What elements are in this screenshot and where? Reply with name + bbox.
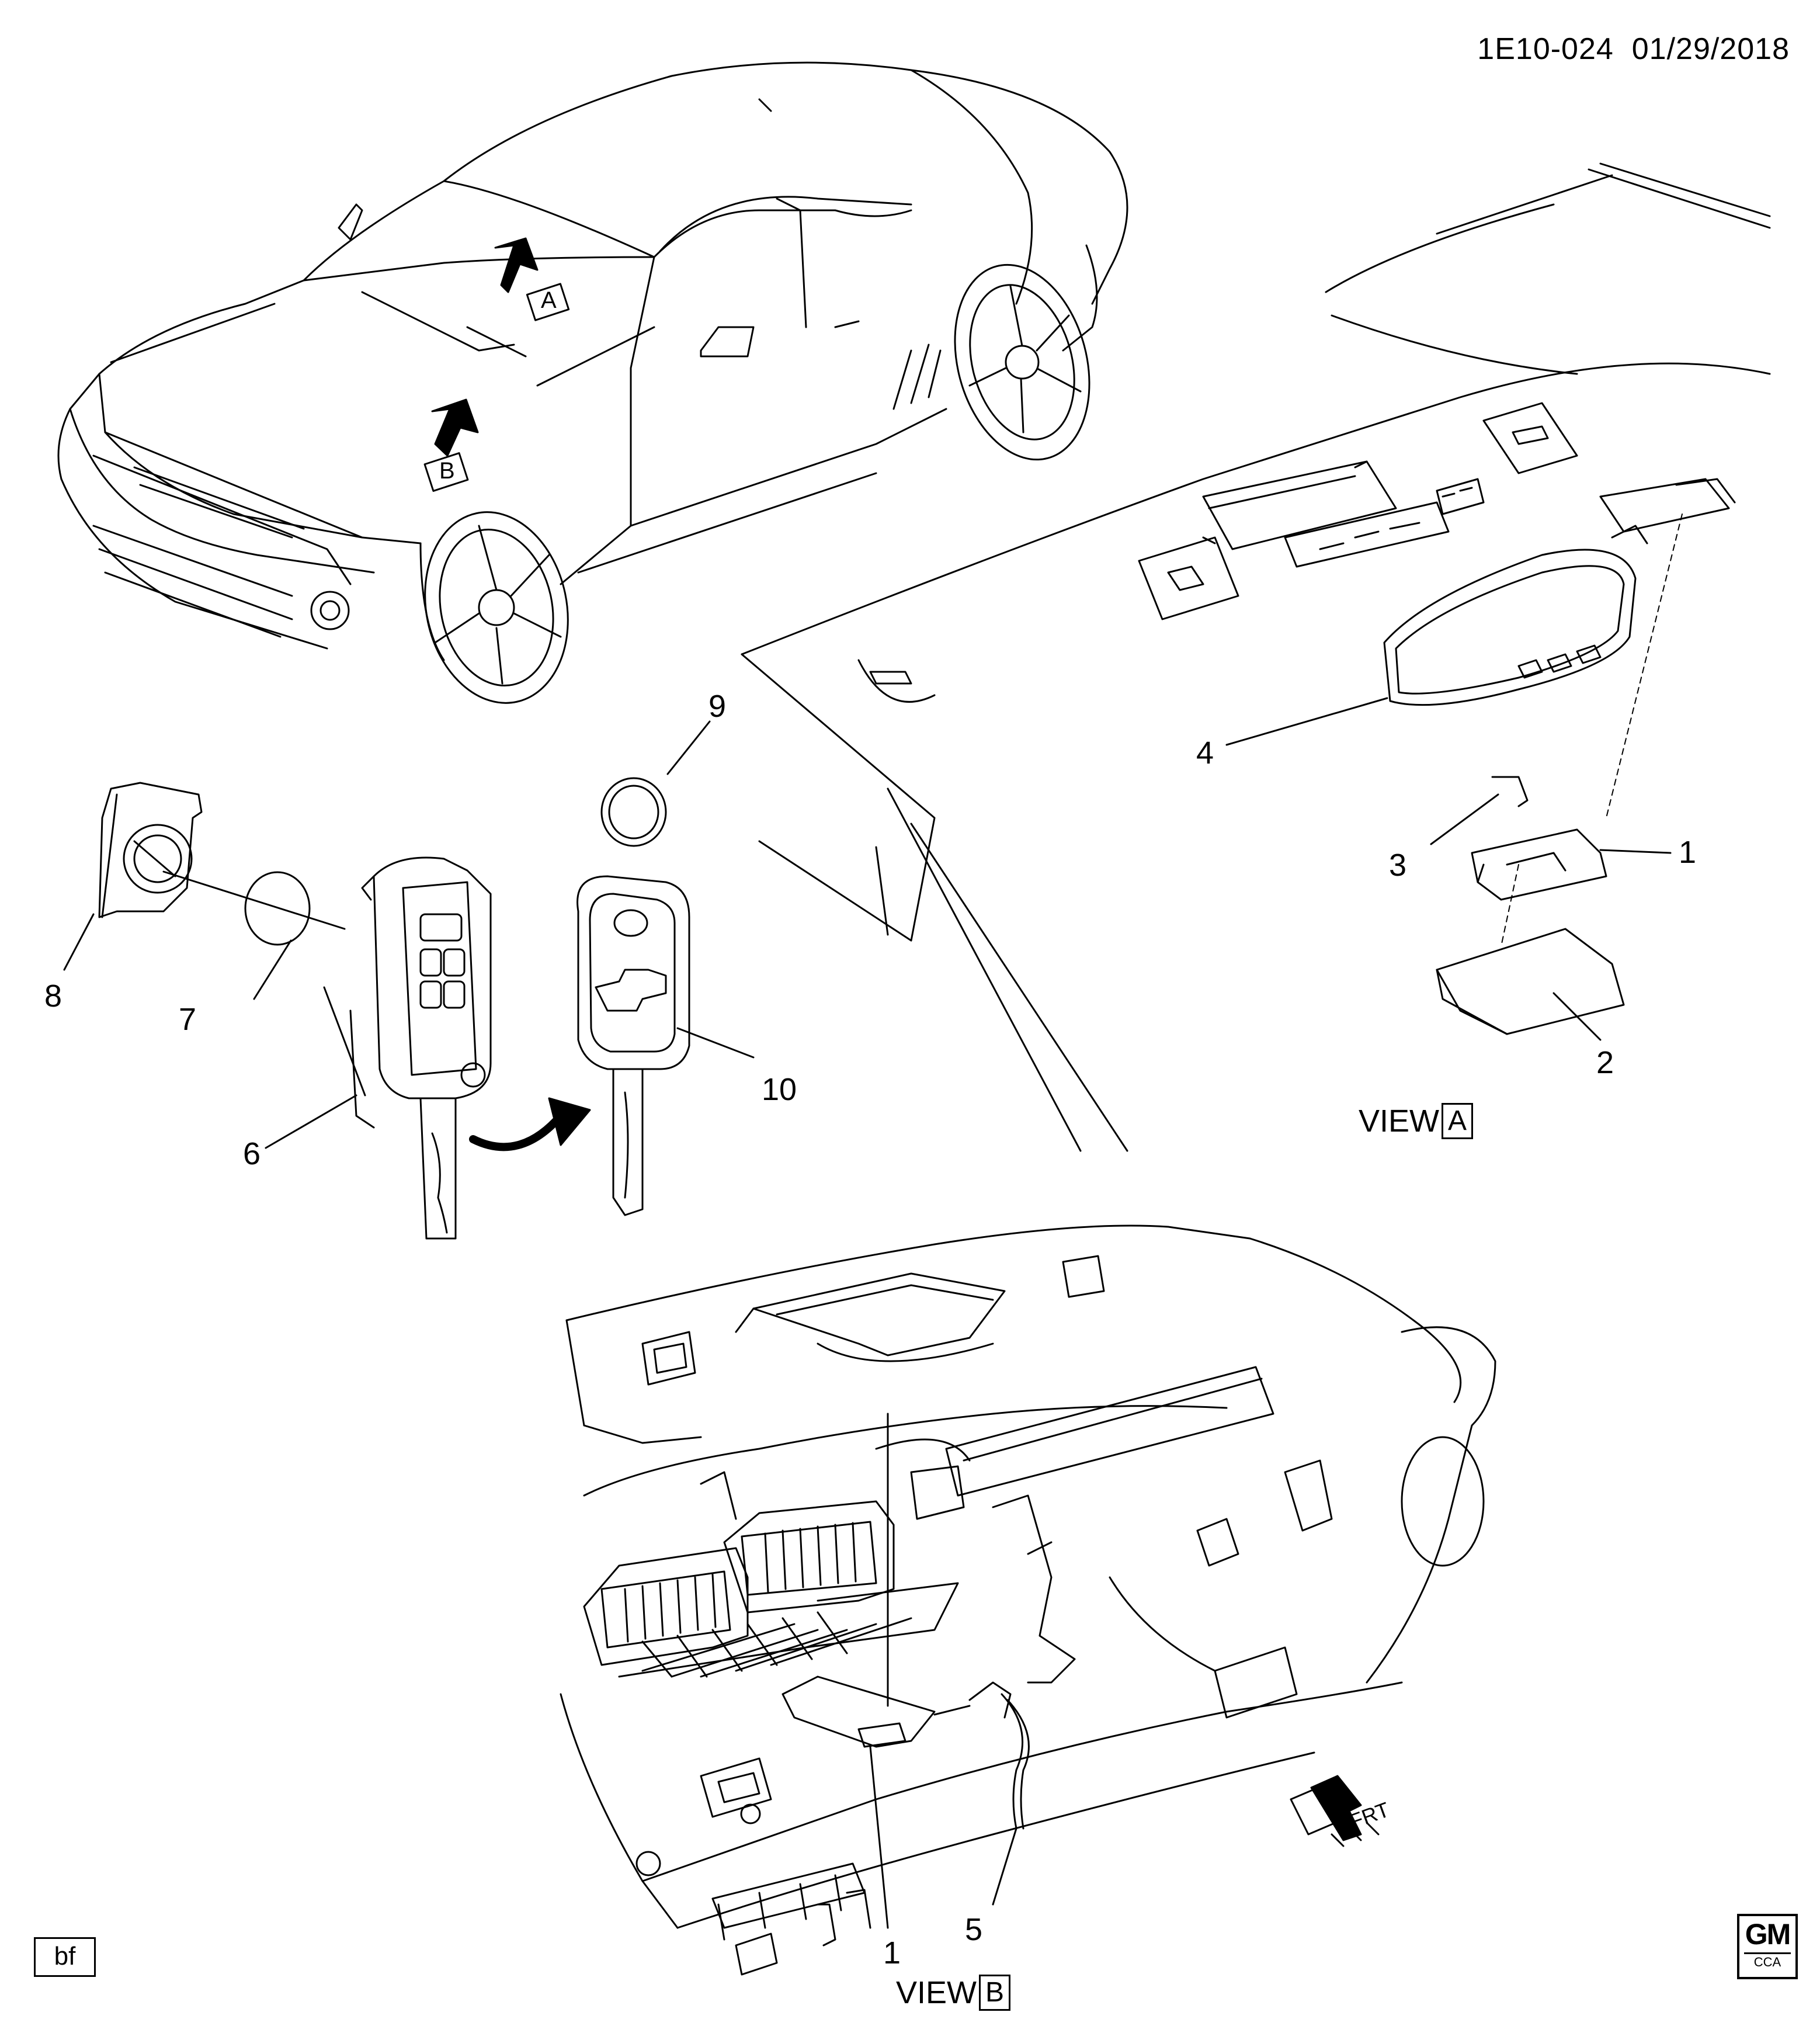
view-a-headliner-drawing xyxy=(742,164,1770,1151)
callout-6: 6 xyxy=(243,1136,261,1171)
callout-5: 5 xyxy=(965,1912,983,1947)
drawing-id: 1E10-024 xyxy=(1477,32,1614,66)
view-a-label: VIEW A xyxy=(1359,1103,1474,1139)
drawing-date: 01/29/2018 xyxy=(1631,32,1790,66)
arrow-tag-b: B xyxy=(439,458,455,484)
view-b-prefix: VIEW xyxy=(896,1975,977,2010)
view-b-dashboard-drawing xyxy=(561,1226,1495,1975)
drawing-header: 1E10-024 01/29/2018 xyxy=(1477,32,1790,67)
gm-logo: GM CCA xyxy=(1737,1914,1798,1979)
view-a-arrow xyxy=(495,238,569,320)
gm-logo-sub: CCA xyxy=(1744,1952,1791,1970)
view-a-prefix: VIEW xyxy=(1359,1104,1440,1139)
view-b-label: VIEW B xyxy=(896,1975,1011,2011)
callout-4: 4 xyxy=(1196,735,1214,771)
view-a-letter: A xyxy=(1442,1103,1474,1139)
callout-1-view-a: 1 xyxy=(1679,835,1697,870)
callout-1-view-b: 1 xyxy=(883,1935,901,1970)
callout-3: 3 xyxy=(1389,848,1407,883)
key-parts-drawing xyxy=(99,778,689,1238)
callout-8: 8 xyxy=(44,979,62,1014)
callout-9: 9 xyxy=(708,689,727,724)
vehicle-illustration xyxy=(58,63,1127,716)
arrow-tag-a: A xyxy=(541,287,557,313)
bf-tag: bf xyxy=(34,1937,96,1977)
callout-leaders xyxy=(64,698,1670,1928)
gm-logo-text: GM xyxy=(1745,1918,1791,1951)
callout-2: 2 xyxy=(1596,1045,1614,1080)
callout-10: 10 xyxy=(762,1072,797,1107)
callout-7: 7 xyxy=(179,1002,197,1037)
view-b-arrow xyxy=(425,400,478,491)
view-b-letter: B xyxy=(979,1975,1011,2011)
